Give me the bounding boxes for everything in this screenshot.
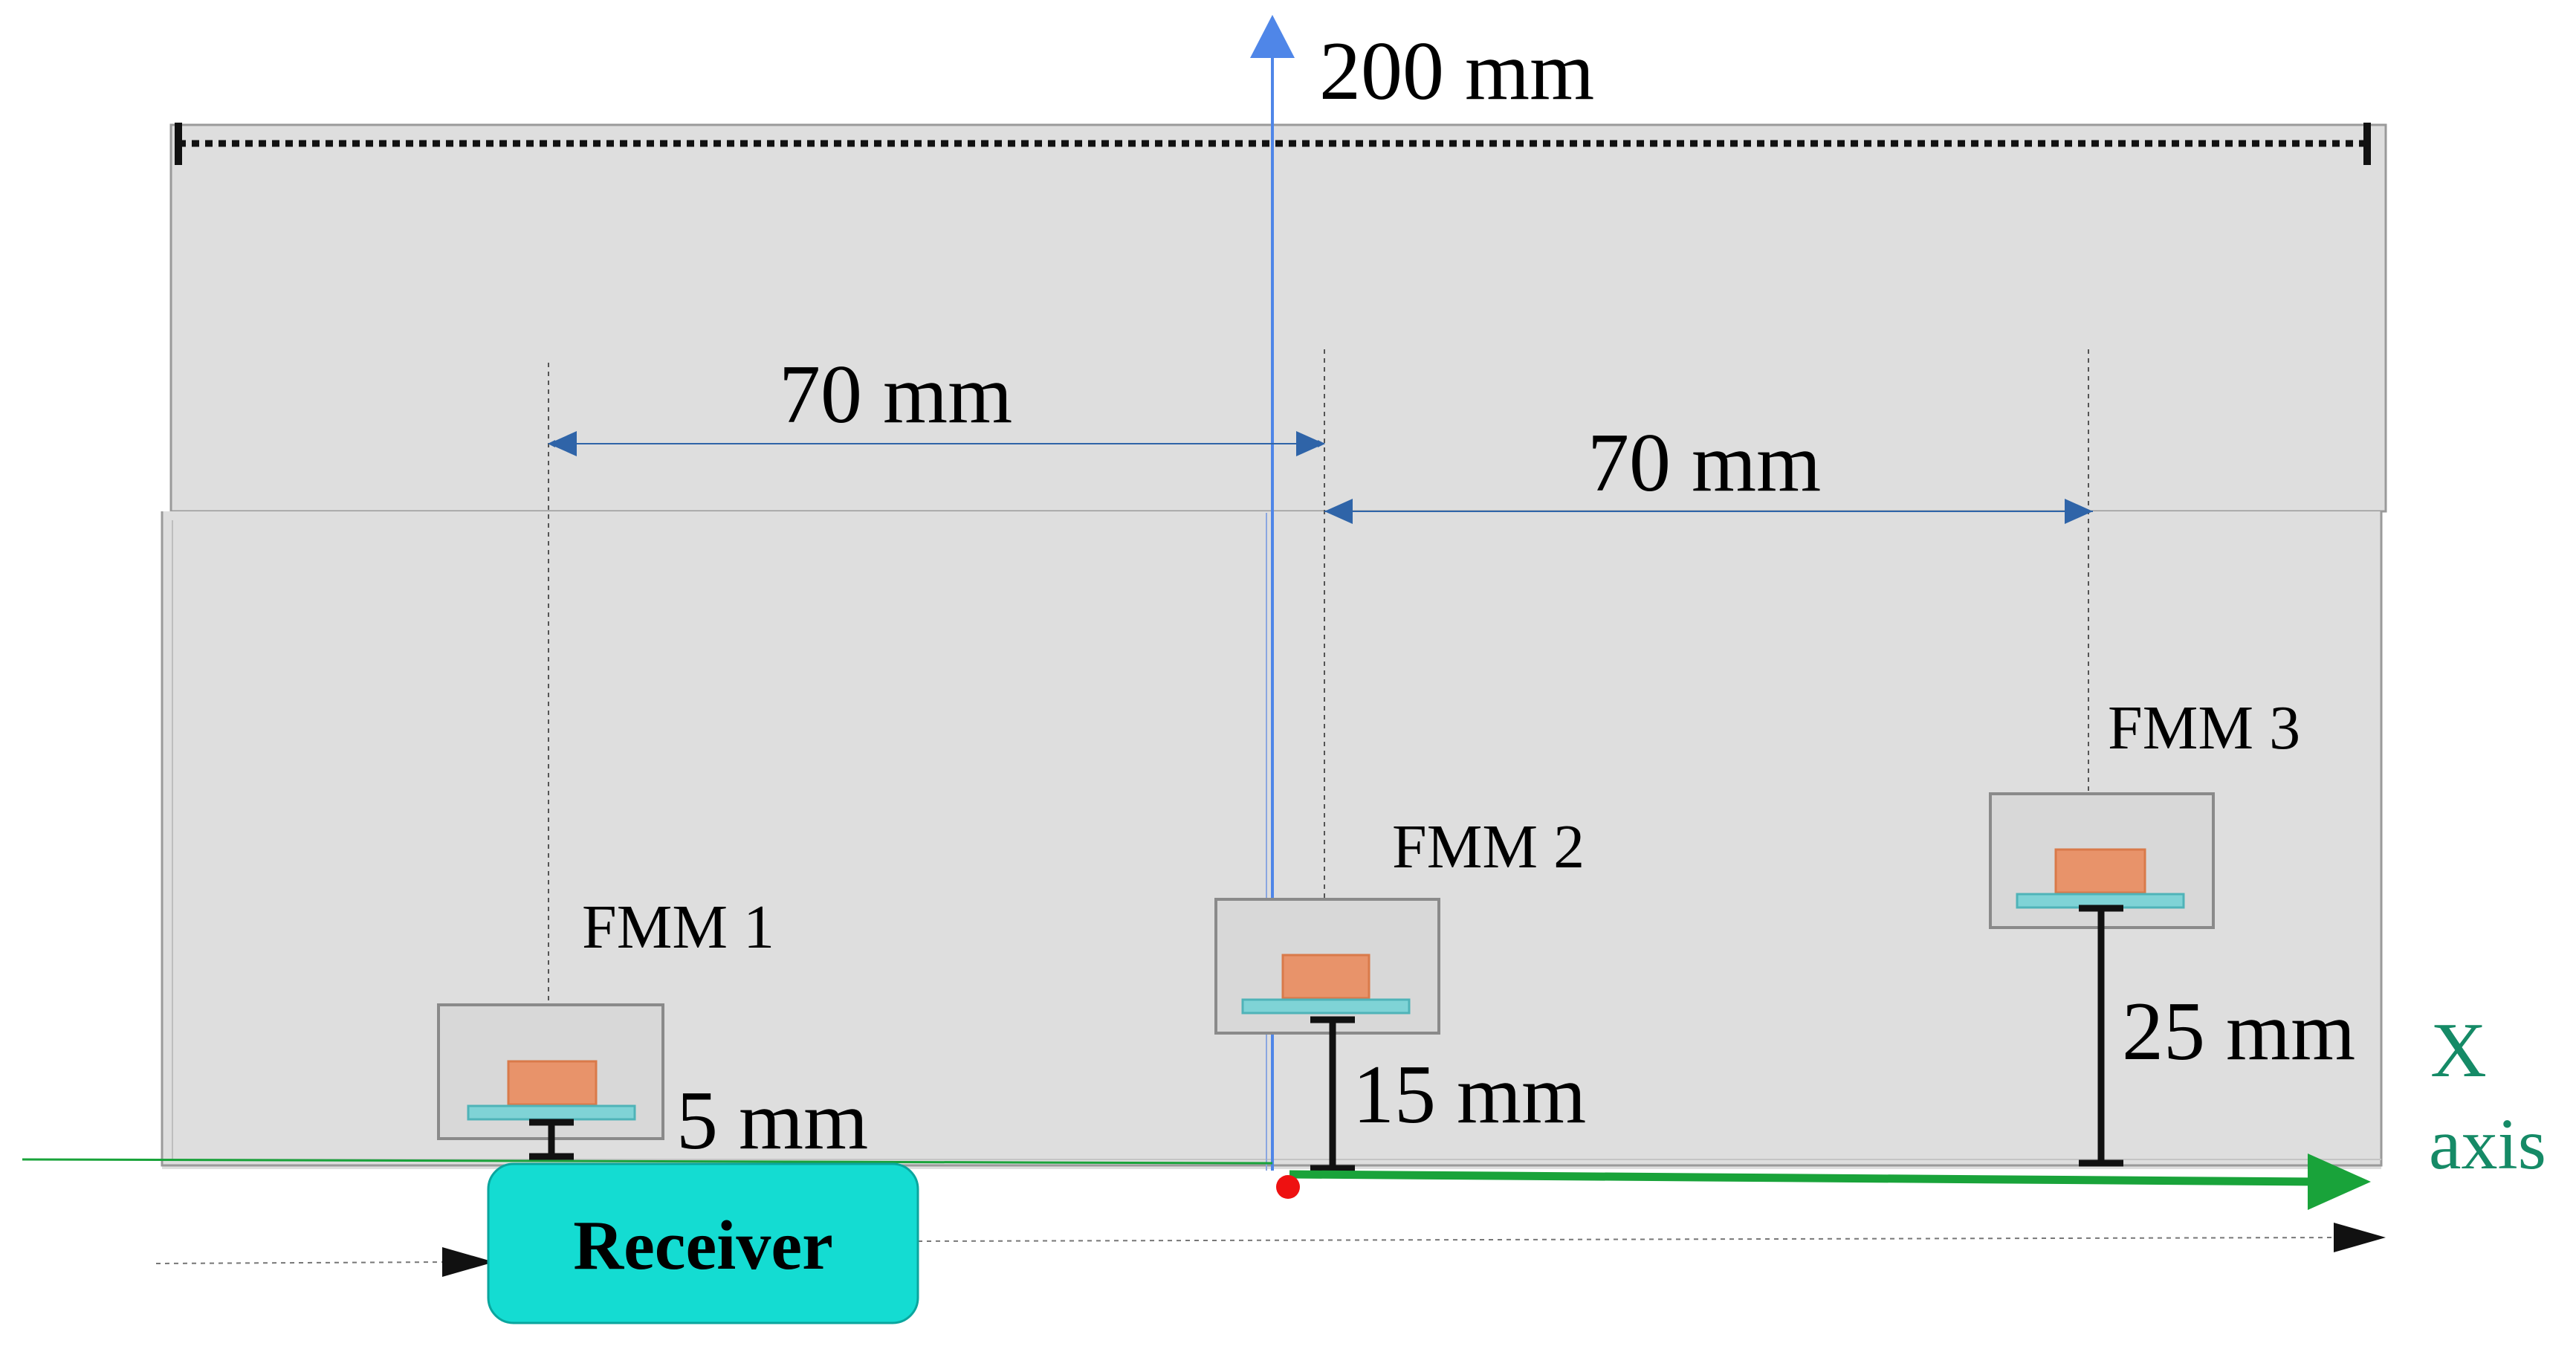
height-dimension-2 (1310, 1016, 1355, 1172)
x-axis-sub-label: axis (2429, 1104, 2546, 1185)
spacing-dimension-right (1324, 499, 2093, 524)
module-3-label: FMM 3 (2108, 693, 2300, 763)
receiver-block (487, 1162, 919, 1324)
height-dimension-3 (2079, 905, 2123, 1167)
receiver-label: Receiver (573, 1207, 833, 1284)
travel-arrow-left-icon (442, 1247, 494, 1277)
module-1-height-label: 5 mm (676, 1075, 868, 1167)
module-3-height-label: 25 mm (2122, 986, 2355, 1078)
z-axis-arrowhead-icon (1250, 15, 1295, 58)
width-dimension-bar (175, 123, 2371, 165)
width-dimension-label: 200 mm (1319, 25, 1594, 117)
x-axis (1289, 1154, 2371, 1210)
x-axis-label: X (2430, 1006, 2487, 1093)
module-2-height-label: 15 mm (1353, 1049, 1586, 1141)
module-1-label: FMM 1 (582, 893, 774, 962)
x-axis-arrowhead-icon (2308, 1154, 2371, 1210)
fmm-module-3 (1989, 792, 2215, 1167)
ferrite-plate (467, 1104, 636, 1121)
spacing-dimension-left (548, 431, 1325, 456)
fmm-module-1 (437, 1003, 664, 1160)
coil (1281, 954, 1370, 1000)
origin-point (1276, 1175, 1300, 1199)
spacing-right-label: 70 mm (1588, 417, 1821, 509)
coil (2054, 848, 2146, 894)
module-2-label: FMM 2 (1392, 812, 1585, 881)
slab-upper (169, 123, 2387, 513)
height-dimension-1 (529, 1119, 574, 1160)
receiver-travel-path (155, 1223, 2386, 1277)
ferrite-plate (1241, 998, 1411, 1015)
fmm-module-2 (1214, 898, 1440, 1172)
centre-lines (548, 349, 2089, 1061)
ground-line (22, 1158, 1273, 1165)
coil (507, 1060, 598, 1106)
spacing-left-label: 70 mm (779, 349, 1012, 441)
travel-arrow-right-icon (2334, 1223, 2386, 1252)
